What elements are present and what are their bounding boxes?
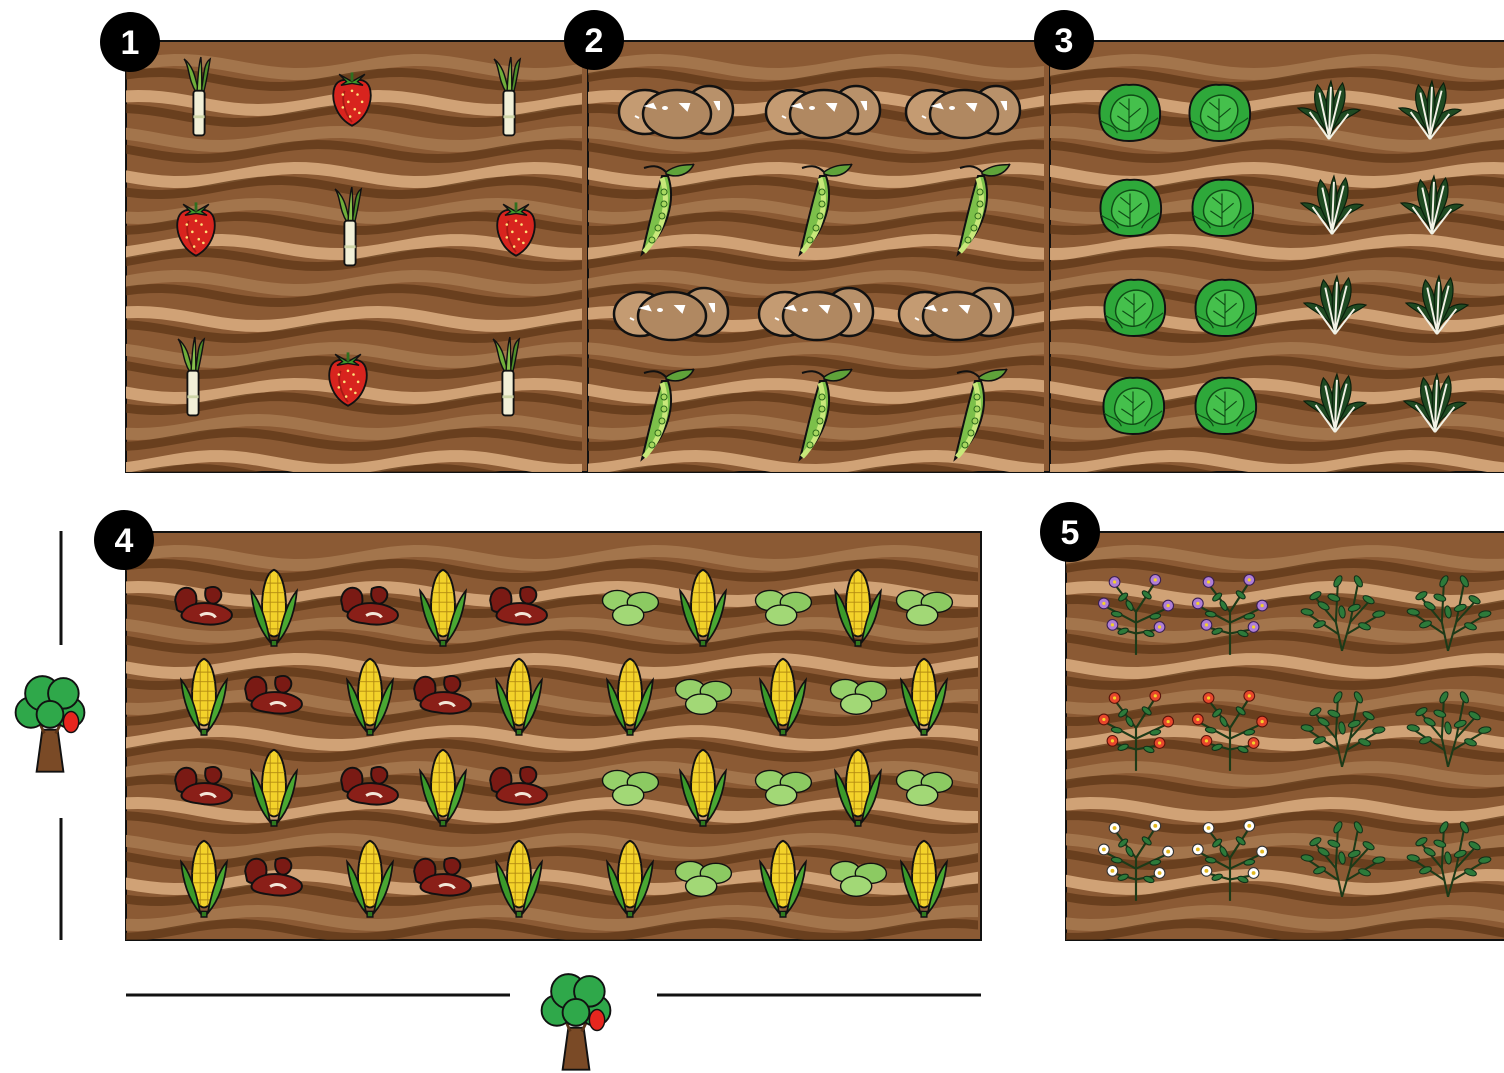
garden-bed-2: [588, 41, 1050, 487]
cabbage-icon: [1103, 378, 1164, 434]
bed-number-badge: 3: [1034, 10, 1094, 70]
potato-icon: [619, 86, 733, 138]
cabbage-icon: [1195, 280, 1256, 336]
cabbage-icon: [1100, 180, 1161, 236]
bed-number-label: 5: [1061, 514, 1080, 552]
bed-number-badge: 4: [94, 510, 154, 570]
garden-bed-1: [126, 41, 588, 487]
fruit-tree-icon: [542, 974, 611, 1070]
potato-icon: [766, 86, 880, 138]
bed-number-badge: 1: [100, 12, 160, 72]
garden-bed-4: [126, 532, 981, 942]
bed-number-badge: 2: [564, 10, 624, 70]
cabbage-icon: [1195, 378, 1256, 434]
potato-icon: [899, 288, 1013, 340]
cabbage-icon: [1104, 280, 1165, 336]
bed-number-label: 3: [1055, 22, 1074, 60]
bed-number-label: 4: [115, 522, 134, 560]
bed-number-label: 2: [585, 22, 604, 60]
cabbage-icon: [1192, 180, 1253, 236]
bed-number-badge: 5: [1040, 502, 1100, 562]
cabbage-icon: [1189, 85, 1250, 141]
potato-icon: [614, 288, 728, 340]
garden-bed-5: [1066, 532, 1504, 942]
potato-icon: [906, 86, 1020, 138]
bed-number-label: 1: [121, 24, 140, 62]
potato-icon: [759, 288, 873, 340]
cabbage-icon: [1099, 85, 1160, 141]
garden-bed-3: [1050, 41, 1504, 487]
fruit-tree-icon: [16, 676, 85, 772]
